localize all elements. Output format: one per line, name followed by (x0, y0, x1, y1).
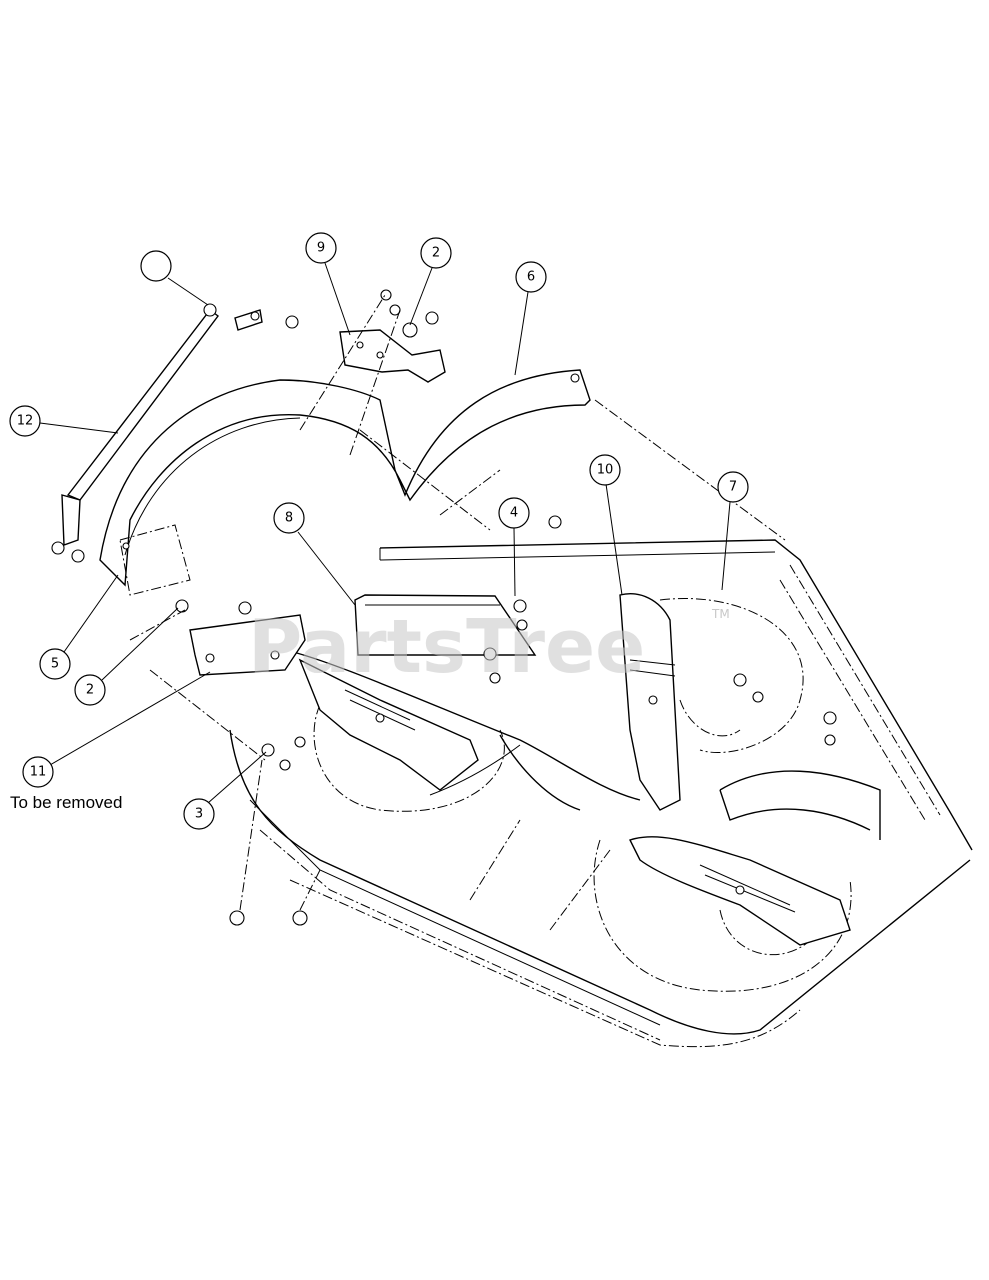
callout-5: 5 (39, 574, 119, 680)
svg-text:10: 10 (597, 463, 614, 478)
callout-2-left: 2 (74, 607, 179, 706)
svg-text:6: 6 (527, 270, 535, 285)
center-blade-baffle (619, 593, 681, 811)
svg-text:9: 9 (317, 241, 325, 256)
callout-11: 11 (22, 671, 211, 788)
part-11-bracket (129, 599, 306, 761)
callout-12: 12 (9, 405, 119, 437)
svg-text:7: 7 (729, 480, 737, 495)
removal-note: To be removed (10, 793, 122, 812)
callout-8: 8 (273, 502, 356, 606)
part-12-rod (51, 303, 299, 563)
svg-text:2: 2 (432, 246, 440, 261)
left-blade (298, 658, 479, 791)
callout-7: 7 (717, 471, 749, 591)
svg-text:12: 12 (17, 414, 34, 429)
watermark-trademark: TM (711, 607, 730, 621)
svg-text:5: 5 (51, 657, 59, 672)
right-blade (629, 836, 851, 946)
part-5-plate (119, 524, 191, 596)
svg-text:2: 2 (86, 683, 94, 698)
svg-text:8: 8 (285, 511, 293, 526)
callout-1 (140, 250, 209, 306)
svg-text:3: 3 (195, 807, 203, 822)
svg-text:4: 4 (510, 506, 518, 521)
part-6-chute (99, 369, 786, 587)
callout-9: 9 (305, 232, 351, 336)
watermark: PartsTree (248, 604, 645, 690)
part-9-bracket (299, 289, 446, 456)
callout-2-top: 2 (409, 237, 452, 326)
front-hardware (229, 515, 837, 926)
callout-3: 3 (183, 751, 267, 830)
callout-6: 6 (514, 261, 547, 376)
part-8-plate (354, 594, 537, 684)
callout-4: 4 (498, 497, 530, 597)
callout-10: 10 (589, 454, 623, 596)
svg-text:11: 11 (30, 765, 47, 780)
